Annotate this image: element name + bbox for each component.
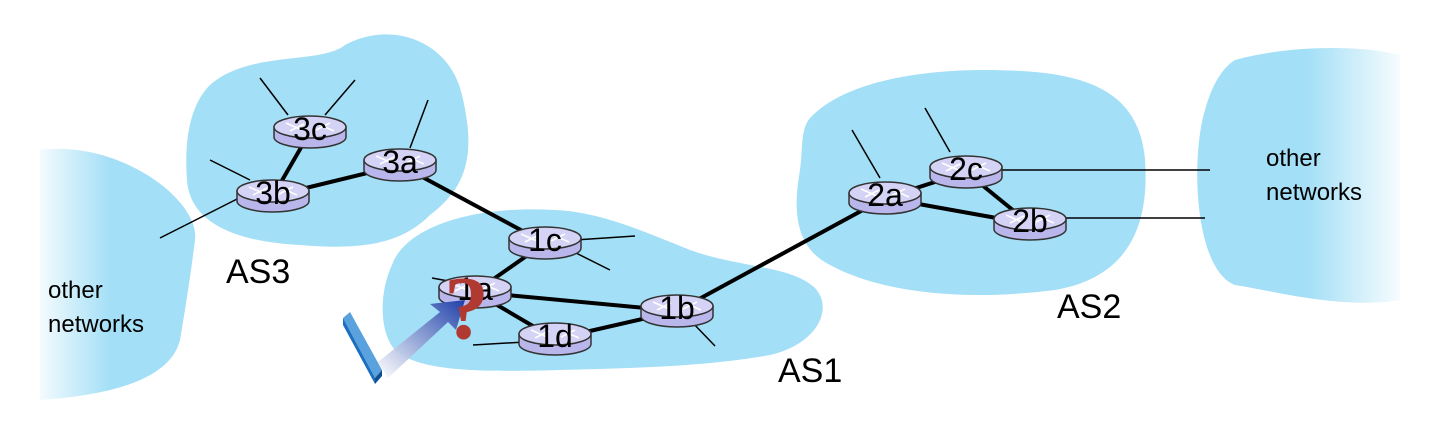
router-top: [848, 181, 922, 205]
other-networks-right-cloud: [1180, 40, 1410, 320]
router-arrow-mark: [454, 283, 470, 292]
router-arrow-mark: [317, 123, 335, 132]
router-label: 1d: [537, 318, 573, 354]
router-top: [438, 275, 512, 299]
router-label: 1b: [659, 290, 695, 326]
router-arrow-mark: [520, 233, 538, 242]
router-arrow-mark: [892, 189, 910, 198]
router-arrow-mark: [864, 189, 880, 198]
as3-label: AS3: [226, 253, 290, 291]
router-1d: 1d: [518, 318, 592, 356]
router-arrow-mark: [285, 122, 303, 131]
router-arrow-mark: [1009, 215, 1025, 224]
router-2c: 2c: [929, 151, 1003, 189]
router-2a: 2a: [848, 177, 922, 215]
router-top: [640, 294, 714, 318]
router-1b: 1b: [640, 290, 714, 328]
router-arrow-mark: [252, 187, 268, 196]
source-host: [343, 300, 465, 384]
other-networks-right-line1: other: [1266, 145, 1321, 172]
as1-cloud: [382, 209, 823, 371]
router-arrow-mark: [890, 188, 906, 197]
router-arrow-mark: [534, 330, 550, 339]
router-label: 2b: [1012, 203, 1048, 239]
router-arrow-mark: [405, 155, 421, 164]
router-arrow-mark: [860, 188, 878, 197]
arrow-icon: [378, 300, 465, 378]
router-top: [508, 226, 582, 250]
other-networks-right-line2: networks: [1266, 179, 1362, 206]
router-arrow-mark: [289, 123, 305, 132]
router-arrow-mark: [315, 122, 331, 131]
router-2b: 2b: [993, 203, 1067, 241]
router-label: 2c: [949, 151, 983, 187]
router-top: [993, 207, 1067, 231]
router-3b: 3b: [236, 175, 310, 213]
router-arrow-mark: [375, 155, 393, 164]
router-arrow-mark: [682, 301, 698, 310]
router-label: 2a: [867, 177, 903, 213]
router-3c: 3c: [273, 111, 347, 149]
router-arrow-mark: [560, 329, 576, 338]
router-arrow-mark: [971, 162, 987, 171]
router-label: 3c: [293, 111, 327, 147]
question-mark: ?: [444, 259, 489, 358]
router-top: [518, 322, 592, 346]
router-arrow-mark: [480, 282, 496, 291]
router-arrow-mark: [482, 283, 500, 292]
link-1b-2a: [675, 196, 887, 313]
router-top: [929, 155, 1003, 179]
router-arrow-mark: [407, 156, 425, 165]
host-lines: [159, 77, 1210, 347]
router-arrow-mark: [562, 330, 580, 339]
router-label: 3a: [382, 144, 418, 180]
router-arrow-mark: [524, 234, 540, 243]
as2-label: AS2: [1057, 288, 1121, 326]
other-networks-left-line2: networks: [48, 311, 144, 338]
host-icon: [343, 312, 382, 384]
router-top: [236, 179, 310, 203]
as1-label: AS1: [778, 352, 842, 390]
router-arrow-mark: [280, 187, 298, 196]
router-arrow-mark: [941, 162, 959, 171]
router-1c: 1c: [508, 222, 582, 260]
router-arrow-mark: [552, 234, 570, 243]
router-arrow-mark: [550, 233, 566, 242]
router-arrow-mark: [684, 302, 702, 311]
router-arrow-mark: [278, 186, 294, 195]
router-arrow-mark: [248, 186, 266, 195]
router-arrow-mark: [1035, 214, 1051, 223]
router-3a: 3a: [363, 144, 437, 182]
router-arrow-mark: [450, 282, 468, 291]
router-arrow-mark: [379, 156, 395, 165]
router-top: [363, 148, 437, 172]
router-label: 1c: [528, 222, 562, 258]
router-arrow-mark: [652, 301, 670, 310]
other-networks-left-line1: other: [48, 277, 103, 304]
router-arrow-mark: [530, 329, 548, 338]
router-arrow-mark: [973, 163, 991, 172]
router-top: [273, 115, 347, 139]
router-arrow-mark: [1037, 215, 1055, 224]
other-networks-left-cloud: [30, 130, 210, 420]
router-arrow-mark: [945, 163, 961, 172]
router-arrow-mark: [1005, 214, 1023, 223]
router-arrow-mark: [656, 302, 672, 311]
router-label: 3b: [255, 175, 291, 211]
